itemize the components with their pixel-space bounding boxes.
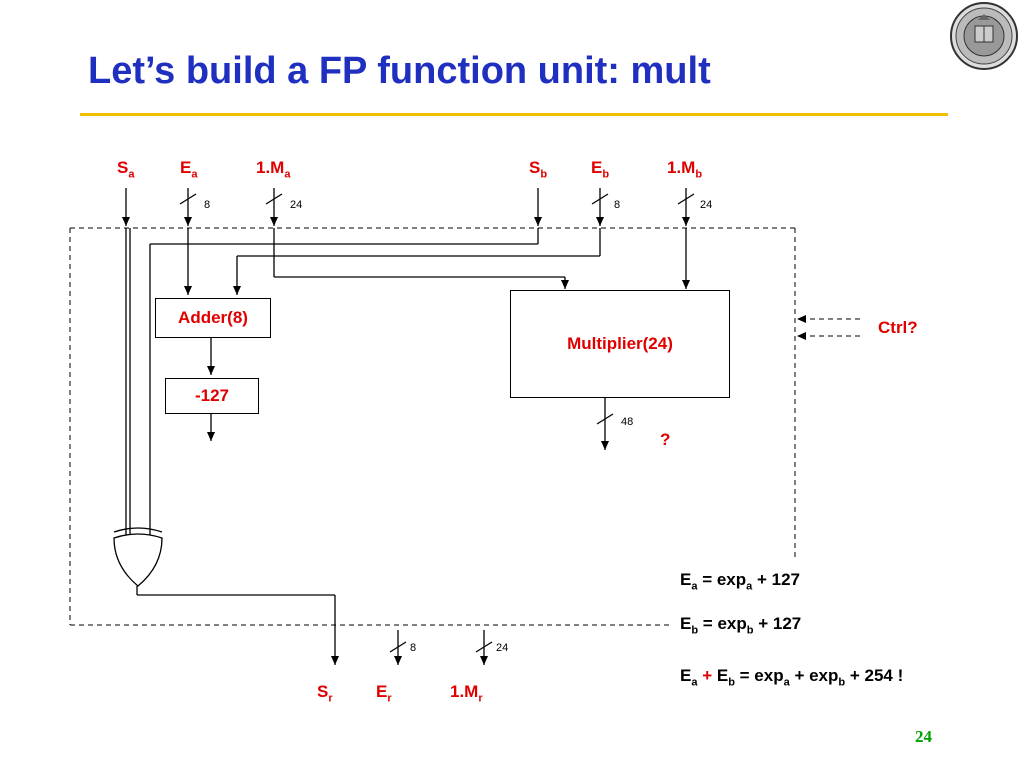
equation-eb: Eb = expb + 127 — [680, 614, 802, 637]
xor-gate — [113, 527, 163, 587]
input-mb-label: 1.Mb — [667, 158, 703, 181]
output-er-label: Er — [376, 682, 392, 705]
bus-width-er: 8 — [410, 642, 417, 654]
bus-width-ma: 24 — [290, 199, 303, 211]
equation-sum: Ea + Eb = expa + expb + 254 ! — [680, 666, 904, 689]
input-sb-label: Sb — [529, 158, 548, 181]
bus-width-ea: 8 — [204, 199, 211, 211]
input-ma-label: 1.Ma — [256, 158, 291, 181]
input-sa-label: Sa — [117, 158, 135, 181]
adder-block: Adder(8) — [155, 298, 271, 338]
input-eb-label: Eb — [591, 158, 610, 181]
bus-width-mb: 24 — [700, 199, 713, 211]
bias-block: -127 — [165, 378, 259, 414]
mult-question-mark: ? — [660, 430, 671, 449]
input-ea-label: Ea — [180, 158, 198, 181]
ctrl-label: Ctrl? — [878, 318, 918, 337]
bus-width-mr: 24 — [496, 642, 509, 654]
equation-ea: Ea = expa + 127 — [680, 570, 801, 593]
slide-title: Let’s build a FP function unit: mult — [88, 50, 711, 92]
bus-width-eb: 8 — [614, 199, 621, 211]
output-mr-label: 1.Mr — [450, 682, 483, 705]
page-number: 24 — [915, 727, 932, 746]
unit-boundary — [69, 227, 796, 626]
title-rule — [80, 113, 948, 116]
bus-width-mult-out: 48 — [621, 416, 634, 428]
ctrl-arrows — [797, 315, 860, 340]
multiplier-block: Multiplier(24) — [510, 290, 730, 398]
output-sr-label: Sr — [317, 682, 333, 705]
